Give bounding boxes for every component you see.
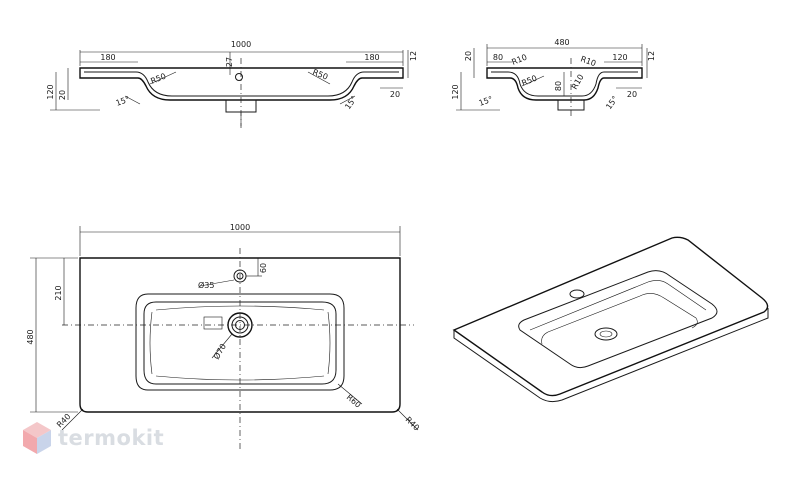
plan-width: 1000 <box>230 223 250 232</box>
front-total-width: 1000 <box>231 40 251 49</box>
side-radius-c: R50 <box>520 74 538 88</box>
front-thickness: 12 <box>409 51 418 61</box>
front-radius-right: R50 <box>311 68 329 82</box>
side-rim: 20 <box>464 51 473 61</box>
front-angle-left: 15° <box>115 95 131 108</box>
plan-drain-hole: Ø70 <box>211 342 228 361</box>
side-thickness: 12 <box>647 51 656 61</box>
front-tap-offset: 27 <box>225 57 234 67</box>
side-right-ledge: 120 <box>612 53 627 62</box>
front-right-edge: 180 <box>364 53 379 62</box>
side-radius-d: R10 <box>570 73 586 91</box>
front-section-view: 1000 180 180 27 12 120 20 20 R50 R50 15°… <box>46 40 418 128</box>
side-left-ledge: 80 <box>493 53 503 62</box>
plan-basin-corner: R60 <box>345 393 363 410</box>
side-radius-a: R10 <box>510 53 528 67</box>
plan-tap-offset: 60 <box>259 263 268 273</box>
front-radius-left: R50 <box>149 72 167 86</box>
side-radius-b: R10 <box>579 54 597 68</box>
side-angle-left: 15° <box>478 95 494 108</box>
front-rim-right: 20 <box>390 90 400 99</box>
plan-corner-right: R40 <box>404 415 422 433</box>
plan-depth: 480 <box>26 329 35 344</box>
brand-logo: termokit <box>22 418 164 458</box>
side-inner-depth: 80 <box>554 81 563 91</box>
brand-name: termokit <box>58 426 165 450</box>
front-depth-total: 120 <box>46 84 55 99</box>
isometric-view <box>452 236 769 403</box>
side-depth-total: 120 <box>451 84 460 99</box>
plan-tap-hole: Ø35 <box>198 280 214 290</box>
front-left-edge: 180 <box>100 53 115 62</box>
side-section-view: 480 80 120 12 20 120 20 R10 R10 R50 R10 … <box>451 38 656 118</box>
front-rim: 20 <box>58 90 67 100</box>
side-angle-right: 15° <box>604 94 620 111</box>
side-rim-right: 20 <box>627 90 637 99</box>
plan-drain-axis: 210 <box>54 285 63 300</box>
hexagon-icon <box>23 422 51 454</box>
side-total-width: 480 <box>554 38 569 47</box>
